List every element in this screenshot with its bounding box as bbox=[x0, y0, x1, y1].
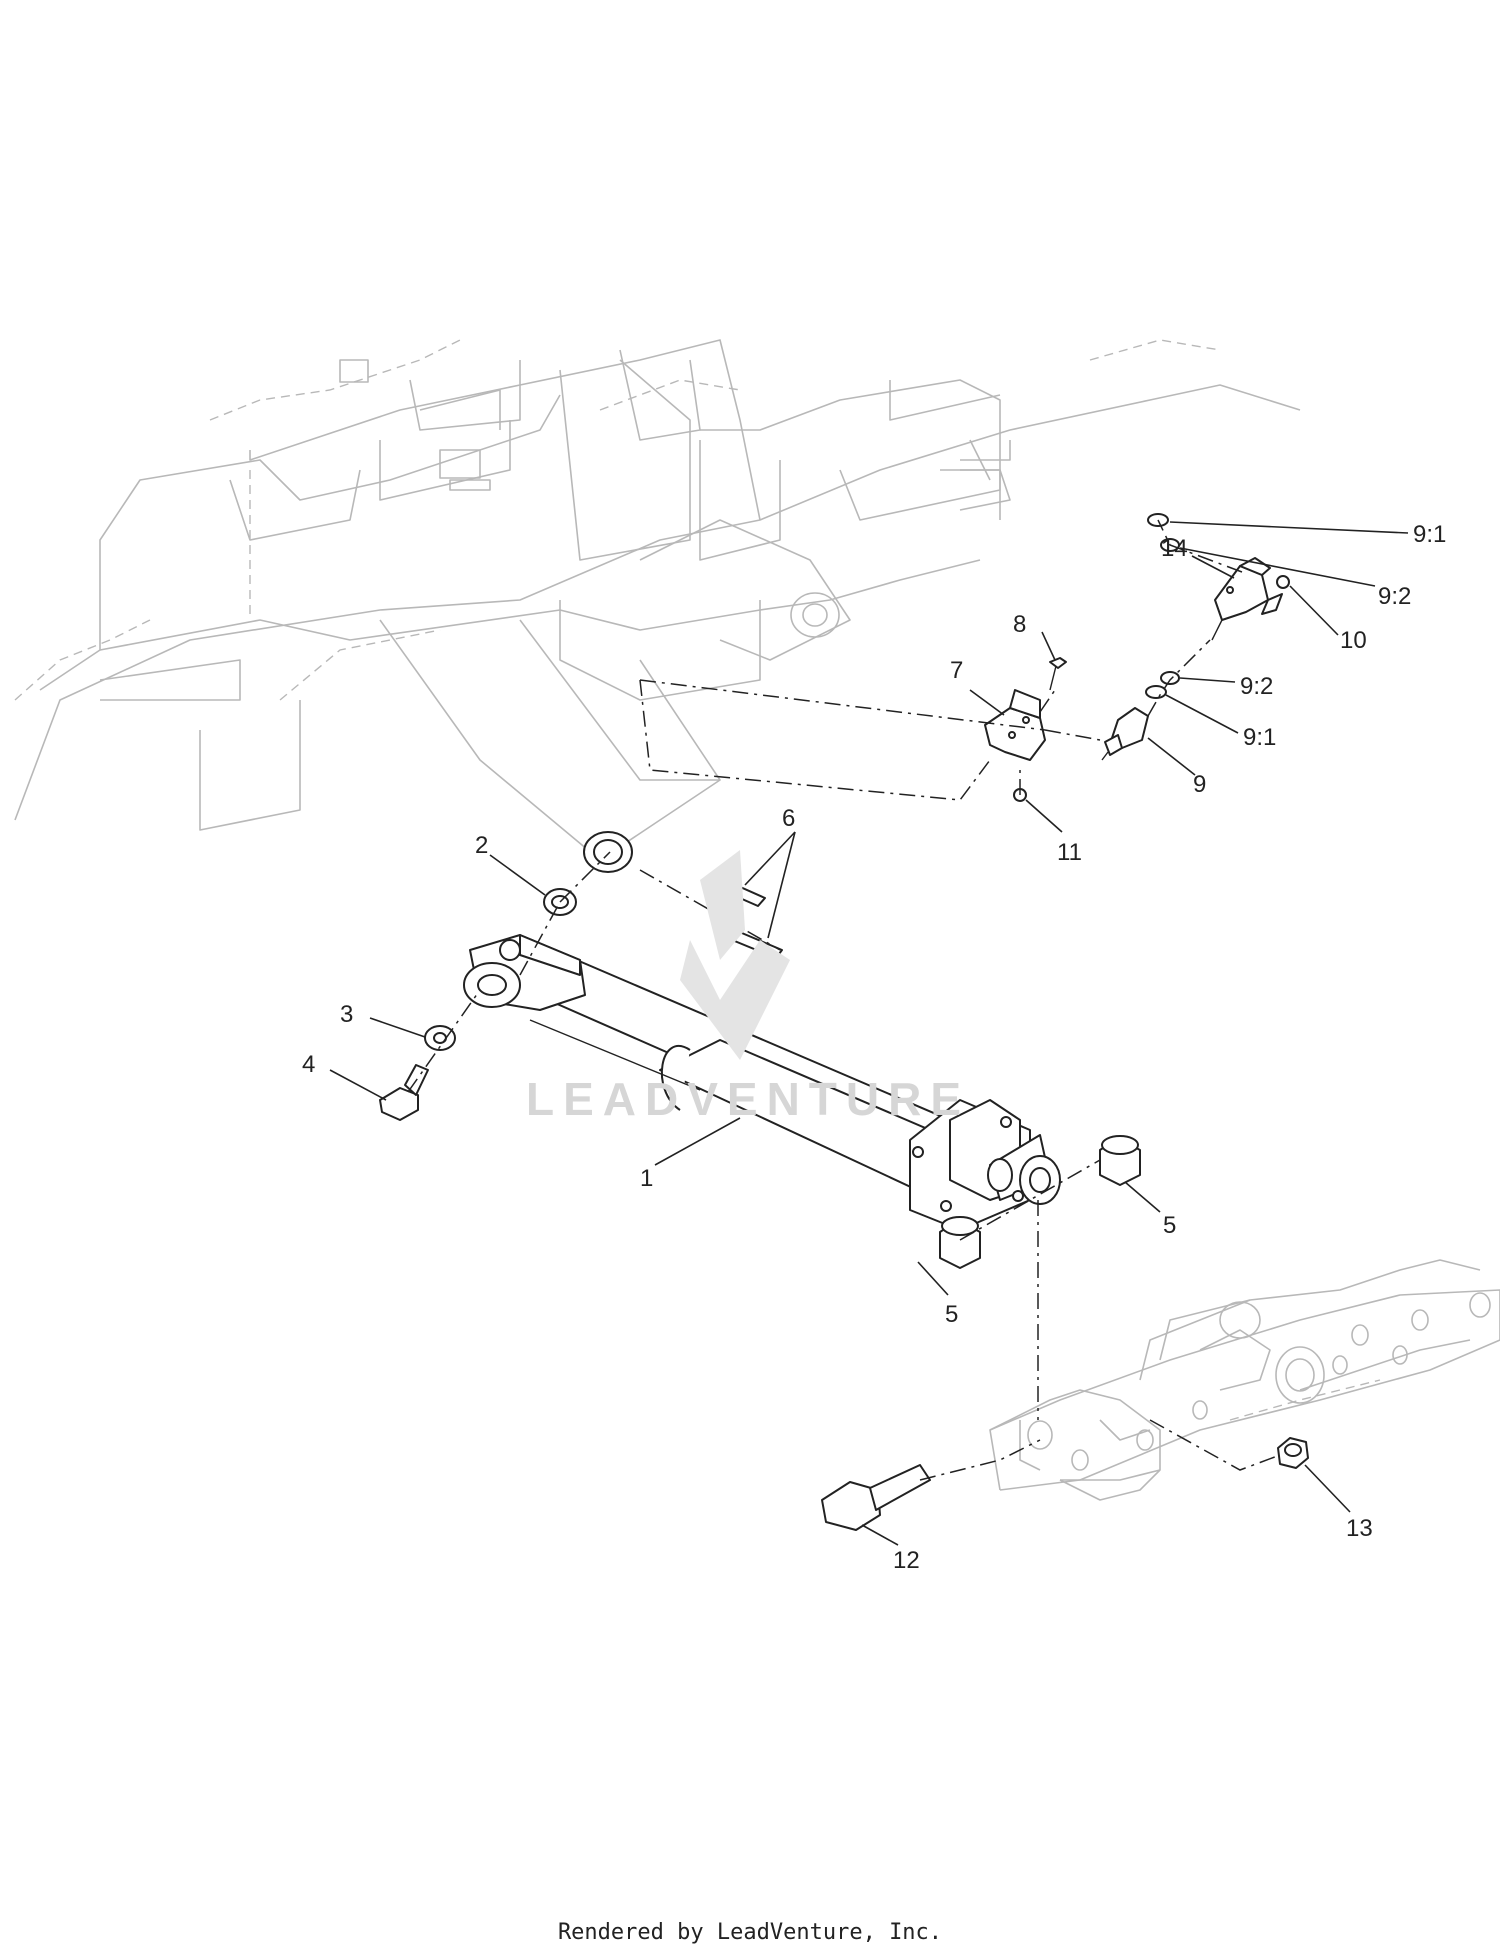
callout-11: 11 bbox=[1057, 839, 1082, 866]
bolt-part-12 bbox=[821, 1464, 931, 1531]
callout-7: 7 bbox=[950, 657, 963, 684]
bushing-part-5b bbox=[939, 1216, 981, 1269]
watermark-text: LEADVENTURE bbox=[526, 1073, 970, 1125]
nut-part-13 bbox=[1277, 1437, 1309, 1469]
callout-5b: 5 bbox=[945, 1301, 958, 1328]
washer-part-9-2b bbox=[1160, 671, 1180, 685]
callout-4: 4 bbox=[302, 1051, 315, 1078]
callout-3: 3 bbox=[340, 1001, 353, 1028]
arm-part-14 bbox=[1211, 557, 1283, 641]
callout-9-1a: 9:1 bbox=[1413, 521, 1446, 548]
callout-6: 6 bbox=[782, 805, 795, 832]
callout-1: 1 bbox=[640, 1165, 653, 1192]
screw-part-8 bbox=[1049, 657, 1067, 691]
frame-pivot-bushing bbox=[583, 831, 633, 873]
hydraulic-cylinder bbox=[463, 934, 1061, 1231]
ball-part-10 bbox=[1276, 575, 1290, 589]
callout-9: 9 bbox=[1193, 771, 1206, 798]
callout-9-1b: 9:1 bbox=[1243, 724, 1276, 751]
washer-part-3 bbox=[424, 1025, 456, 1051]
callout-5a: 5 bbox=[1163, 1212, 1176, 1239]
callout-8: 8 bbox=[1013, 611, 1026, 638]
callout-10: 10 bbox=[1340, 627, 1367, 654]
callouts: 2 1 3 4 5 5 6 7 8 9 9:1 9:2 9:2 9:1 10 1… bbox=[302, 521, 1446, 1574]
leader-lines bbox=[329, 521, 1409, 1546]
bushing-part-5a bbox=[1099, 1135, 1141, 1186]
callout-9-2b: 9:2 bbox=[1240, 673, 1273, 700]
watermark: LEADVENTURE bbox=[526, 850, 970, 1125]
sensor-part-9 bbox=[1101, 707, 1149, 761]
callout-9-2a: 9:2 bbox=[1378, 583, 1411, 610]
callout-1-label: 2 bbox=[475, 832, 488, 859]
swing-arm-frame bbox=[989, 1259, 1500, 1501]
bracket-part-7 bbox=[984, 689, 1046, 761]
callout-13: 13 bbox=[1346, 1515, 1373, 1542]
callout-14: 14 bbox=[1161, 535, 1188, 562]
footer-credit: Rendered by LeadVenture, Inc. bbox=[557, 1920, 943, 1945]
callout-12: 12 bbox=[893, 1547, 920, 1574]
assembly-lines bbox=[407, 519, 1281, 1481]
chassis-frame bbox=[14, 339, 1301, 861]
washer-part-9-1b bbox=[1145, 685, 1167, 699]
